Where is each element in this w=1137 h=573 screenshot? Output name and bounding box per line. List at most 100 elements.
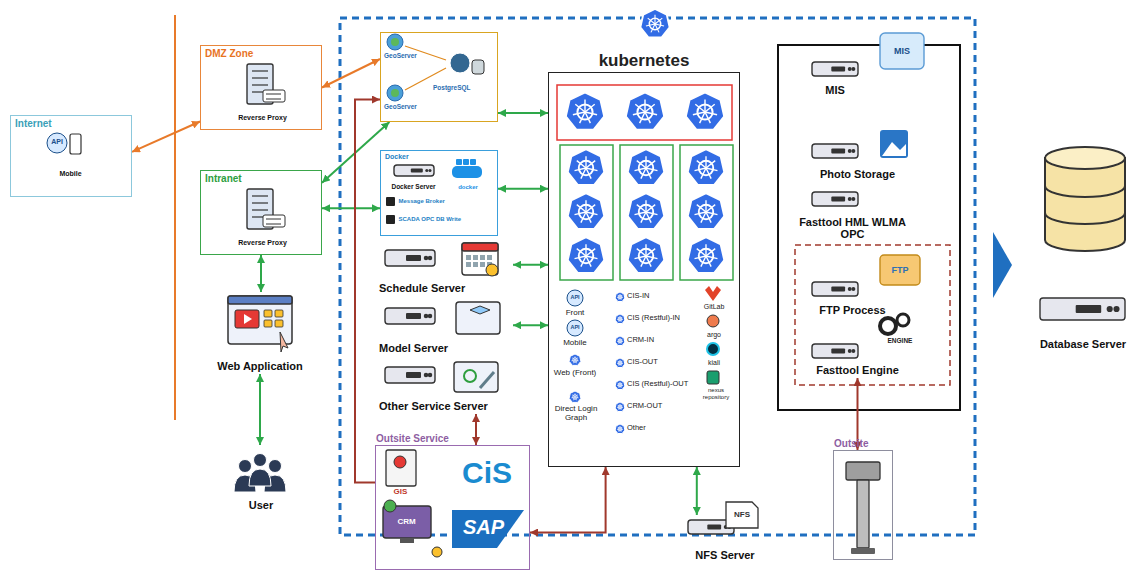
pod-spoke <box>646 24 655 26</box>
server-led <box>851 349 855 353</box>
docker-container <box>456 159 462 165</box>
server-led <box>1107 306 1113 312</box>
server-slot <box>411 169 423 173</box>
icon-label: docker <box>446 184 490 191</box>
kubernetes-pod-icon <box>569 391 581 402</box>
pod-spoke <box>575 104 585 112</box>
kubernetes-pod-icon <box>615 314 625 324</box>
server-icon <box>812 344 858 358</box>
rack-line <box>252 70 268 71</box>
node-group <box>560 145 613 280</box>
server-slot <box>831 148 845 153</box>
server-led <box>425 169 428 172</box>
server-icon <box>812 282 858 296</box>
server-label: Schedule Server <box>378 244 513 296</box>
pod-spoke <box>635 104 645 112</box>
phone-icon <box>70 134 81 154</box>
photo-mountain <box>882 142 906 156</box>
node-label: Reverse Proxy <box>238 239 287 247</box>
connector <box>696 467 698 515</box>
icon-caption: PostgreSQL <box>433 84 471 91</box>
pod-spoke <box>654 15 655 24</box>
server-slot <box>831 66 845 71</box>
db-icon <box>472 60 484 74</box>
server-label: Reverse Proxy <box>213 60 313 124</box>
pod-spoke <box>705 104 715 112</box>
proxy-arrow <box>266 219 281 220</box>
model-cube <box>470 306 490 314</box>
pod-spoke <box>620 363 621 366</box>
grid-tile <box>275 320 283 327</box>
pod-spoke <box>618 339 620 341</box>
node-label: Reverse Proxy <box>238 114 287 122</box>
calendar-day <box>487 255 492 260</box>
rack-line <box>252 209 268 210</box>
pod-spoke <box>618 427 620 429</box>
mis-icon <box>880 33 924 69</box>
pod-spoke <box>618 405 620 407</box>
photo-icon <box>880 130 908 158</box>
database-top <box>1045 147 1125 169</box>
icon-label: kiali <box>695 359 733 367</box>
server-led <box>851 149 855 153</box>
kubernetes-pod-icon <box>615 424 625 434</box>
grid-tile <box>275 310 283 317</box>
pod-spoke <box>575 395 578 397</box>
group-heading: kubernetes <box>549 51 739 71</box>
pod-spoke <box>620 407 621 410</box>
pod-spoke <box>620 427 622 429</box>
pod-spoke <box>655 24 659 32</box>
pod-spoke <box>618 383 620 385</box>
nexus-logo <box>707 371 719 384</box>
nfs-document <box>726 502 758 528</box>
pod-spoke <box>585 200 586 212</box>
pod-spoke <box>620 339 622 341</box>
rack-line <box>252 202 268 203</box>
kubernetes-pod-icon <box>567 237 604 273</box>
user-head <box>239 460 252 473</box>
calendar-day <box>466 255 471 260</box>
pod-spoke <box>585 244 586 256</box>
pod-spoke <box>705 200 706 212</box>
argo-logo <box>707 315 719 327</box>
service-monitor <box>454 362 498 392</box>
user-head <box>254 454 267 467</box>
map-pin <box>394 456 406 468</box>
database-band <box>1045 213 1125 224</box>
pod-spoke <box>645 200 646 212</box>
server-led <box>848 197 852 201</box>
kubernetes-pod-icon <box>687 193 724 229</box>
connector <box>260 255 262 292</box>
pod-spoke <box>577 249 586 256</box>
zone-divider <box>174 15 176 420</box>
kubernetes-pod-icon <box>567 149 604 185</box>
pod-spoke <box>695 212 706 215</box>
rtu-base <box>851 548 875 554</box>
external-systems-group <box>778 45 960 410</box>
pod-spoke <box>645 104 655 112</box>
kubernetes-pod-icon <box>615 292 625 302</box>
kiali-logo <box>707 343 719 355</box>
docker-container <box>470 159 476 165</box>
node-label: GIS <box>394 487 408 496</box>
docker-whale <box>452 166 482 178</box>
server-led <box>424 314 428 318</box>
node-group <box>620 145 673 280</box>
connector <box>322 207 380 209</box>
api-icon <box>47 133 67 153</box>
pod-spoke <box>637 205 646 212</box>
pod-spoke <box>620 383 622 385</box>
server-led <box>848 149 852 153</box>
kubernetes-pod-icon <box>615 358 625 368</box>
icon-label: FTP <box>880 265 920 275</box>
pod-spoke <box>705 244 706 256</box>
pod-spoke <box>586 249 595 256</box>
node-label: User <box>249 499 273 512</box>
server-icon <box>385 250 435 266</box>
connector <box>498 112 548 114</box>
pod-spoke <box>575 212 586 215</box>
node-label: Internet <box>15 118 52 130</box>
pod-spoke <box>706 249 715 256</box>
pod-spoke <box>586 256 591 267</box>
